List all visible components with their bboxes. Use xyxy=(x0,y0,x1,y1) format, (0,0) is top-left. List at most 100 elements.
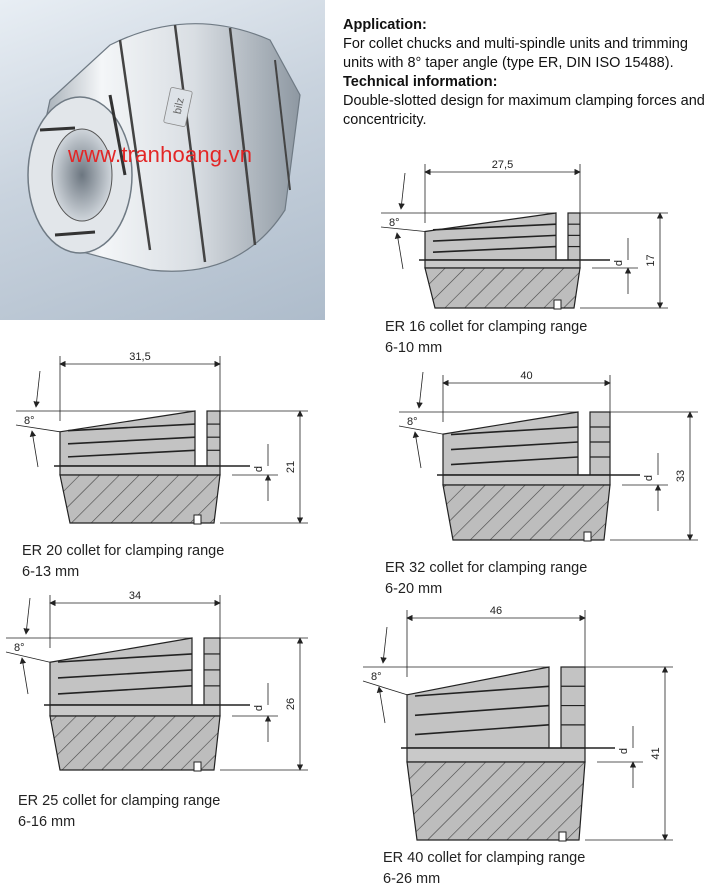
collet-head-er32 xyxy=(589,411,611,476)
collet-notch-er16 xyxy=(553,299,562,310)
watermark-text: www.tranhoang.vn xyxy=(68,142,253,167)
slot-line-er20 xyxy=(67,449,196,458)
collet-band-er32 xyxy=(442,474,611,486)
collet-lower-er16 xyxy=(424,267,581,309)
caption-er20: ER 20 collet for clamping range 6-13 mm xyxy=(22,541,224,583)
height-label-er25: 26 xyxy=(285,698,297,710)
info-panel: Application: For collet chucks and multi… xyxy=(343,16,705,130)
length-label-er32: 40 xyxy=(520,370,532,382)
slot-line-er32 xyxy=(450,441,579,451)
slot-line-er40 xyxy=(414,685,550,697)
application-heading: Application: xyxy=(343,17,427,33)
angle-label-er16: 8° xyxy=(389,217,400,229)
angle-arrow-bottom-er25 xyxy=(19,657,29,695)
technical-text: Double-slotted design for maximum clampi… xyxy=(343,93,705,128)
caption-er25-line2: 6-16 mm xyxy=(18,814,76,830)
d-label-er32: d xyxy=(643,475,655,481)
collet-lower-er25 xyxy=(49,715,221,771)
photo-logo: bilz xyxy=(172,97,187,116)
collet-render: bilz xyxy=(27,23,301,272)
angle-arrow-bottom-er16 xyxy=(394,232,404,270)
collet-drawing-er25: 34 26 d 8° xyxy=(5,590,308,772)
caption-er32-line2: 6-20 mm xyxy=(385,581,443,597)
d-label-er40: d xyxy=(618,748,630,754)
angle-line-er32 xyxy=(398,425,444,435)
collet-photo: bilz www.tranhoang.vn xyxy=(0,0,325,320)
collet-notch-er25 xyxy=(193,761,202,772)
d-label-er20: d xyxy=(253,466,265,472)
height-label-er20: 21 xyxy=(285,461,297,473)
slot-line-er16 xyxy=(432,234,557,242)
collet-notch-er20 xyxy=(193,514,202,525)
angle-arrow-bottom-er20 xyxy=(29,430,39,468)
collet-band-er16 xyxy=(424,259,581,269)
angle-arrow-bottom-er32 xyxy=(412,431,422,469)
angle-label-er25: 8° xyxy=(14,642,25,654)
collet-drawing-er16: 27,5 17 d 8° xyxy=(380,159,668,310)
collet-head-er40 xyxy=(560,666,586,749)
caption-er40-line1: ER 40 collet for clamping range xyxy=(383,850,586,866)
angle-arrow-top-er40 xyxy=(380,626,388,664)
slot-line-er25 xyxy=(57,653,193,663)
collet-head-er25 xyxy=(203,637,221,706)
angle-line-er25 xyxy=(5,651,51,663)
angle-arrow-top-er20 xyxy=(33,370,41,408)
angle-line-er20 xyxy=(15,424,61,433)
height-label-er40: 41 xyxy=(650,747,662,759)
angle-line-er40 xyxy=(362,680,408,696)
length-label-er16: 27,5 xyxy=(492,159,513,171)
collet-lower-er20 xyxy=(59,474,221,524)
angle-arrow-top-er25 xyxy=(23,597,31,635)
collet-head-er20 xyxy=(206,410,221,467)
angle-arrow-top-er32 xyxy=(416,371,424,409)
slot-line-er40 xyxy=(414,724,550,736)
collet-head-er16 xyxy=(567,212,581,261)
length-label-er20: 31,5 xyxy=(129,351,150,363)
collet-drawing-er40: 46 41 d 8° xyxy=(362,605,673,842)
caption-er32-line1: ER 32 collet for clamping range xyxy=(385,560,588,576)
collet-lower-er40 xyxy=(406,761,586,841)
collet-band-er40 xyxy=(406,747,586,763)
angle-label-er40: 8° xyxy=(371,671,382,683)
slot-line-er32 xyxy=(450,456,579,466)
collet-drawing-er20: 31,5 21 d 8° xyxy=(15,351,308,525)
angle-arrow-bottom-er40 xyxy=(376,686,386,724)
slot-line-er20 xyxy=(67,423,196,432)
collet-band-er20 xyxy=(59,465,221,476)
d-label-er25: d xyxy=(253,705,265,711)
caption-er40: ER 40 collet for clamping range 6-26 mm xyxy=(383,848,585,890)
caption-er20-line1: ER 20 collet for clamping range xyxy=(22,543,225,559)
height-label-er32: 33 xyxy=(675,470,687,482)
length-label-er40: 46 xyxy=(490,605,502,617)
caption-er16-line2: 6-10 mm xyxy=(385,340,443,356)
slot-line-er32 xyxy=(450,426,579,436)
caption-er40-line2: 6-26 mm xyxy=(383,871,441,887)
slot-line-er16 xyxy=(432,223,557,231)
slot-line-er20 xyxy=(67,436,196,445)
slot-line-er25 xyxy=(57,685,193,695)
angle-label-er32: 8° xyxy=(407,416,418,428)
angle-line-er16 xyxy=(380,226,426,232)
slot-line-er16 xyxy=(432,245,557,254)
d-label-er16: d xyxy=(613,260,625,266)
length-label-er25: 34 xyxy=(129,590,141,602)
caption-er16: ER 16 collet for clamping range 6-10 mm xyxy=(385,317,587,359)
collet-notch-er40 xyxy=(558,831,567,842)
caption-er25-line1: ER 25 collet for clamping range xyxy=(18,793,221,809)
caption-er25: ER 25 collet for clamping range 6-16 mm xyxy=(18,791,220,833)
caption-er32: ER 32 collet for clamping range 6-20 mm xyxy=(385,558,587,600)
collet-notch-er32 xyxy=(583,531,592,542)
collet-lower-er32 xyxy=(442,484,611,541)
height-label-er16: 17 xyxy=(645,254,657,266)
angle-label-er20: 8° xyxy=(24,415,35,427)
caption-er20-line2: 6-13 mm xyxy=(22,564,80,580)
collet-band-er25 xyxy=(49,704,221,717)
slot-line-er40 xyxy=(414,704,550,717)
caption-er16-line1: ER 16 collet for clamping range xyxy=(385,319,588,335)
collet-drawing-er32: 40 33 d 8° xyxy=(398,370,698,542)
technical-heading: Technical information: xyxy=(343,74,498,90)
application-text: For collet chucks and multi-spindle unit… xyxy=(343,36,688,71)
angle-arrow-top-er16 xyxy=(398,172,406,210)
slot-line-er25 xyxy=(57,669,193,679)
